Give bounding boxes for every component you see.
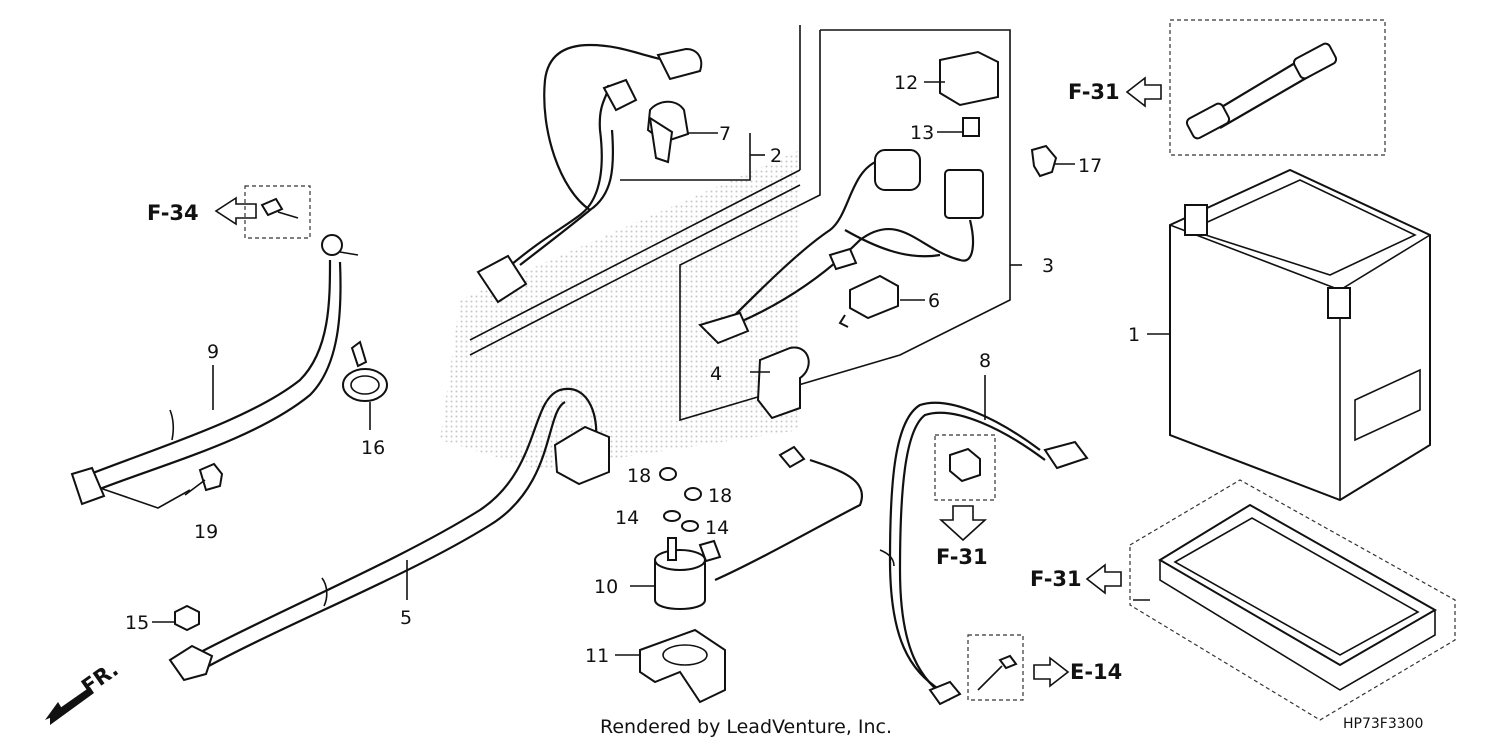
callout-9: 9 (207, 341, 219, 363)
starter-relay (630, 445, 863, 610)
part-3-group (679, 29, 1022, 422)
callout-7: 7 (719, 123, 731, 145)
part-2-harness (469, 25, 801, 356)
callout-8: 8 (979, 350, 991, 372)
cable-8 (879, 401, 1089, 706)
callout-10: 10 (594, 576, 618, 598)
battery-tray (1129, 479, 1456, 721)
render-credit: Rendered by LeadVenture, Inc. (600, 716, 892, 738)
callout-12: 12 (894, 72, 918, 94)
callout-1: 1 (1128, 324, 1140, 346)
front-direction-arrow (50, 687, 94, 725)
relay-holder-11 (615, 628, 726, 704)
callout-15: 15 (125, 612, 149, 634)
reference-f34: F-34 (147, 201, 199, 225)
callout-11: 11 (585, 645, 609, 667)
callout-14-right: 14 (705, 517, 729, 539)
clip-17 (1030, 144, 1075, 178)
callout-18-right: 18 (708, 485, 732, 507)
callout-17: 17 (1078, 155, 1102, 177)
callout-6: 6 (928, 290, 940, 312)
callout-18-left: 18 (627, 465, 651, 487)
cable-9 (70, 185, 359, 509)
callout-16: 16 (361, 437, 385, 459)
cable-5 (168, 387, 610, 682)
callout-5: 5 (400, 607, 412, 629)
reference-f31-top: F-31 (1068, 80, 1120, 104)
nut-15 (152, 604, 200, 632)
battery (1169, 168, 1431, 502)
reference-f31-right: F-31 (1030, 567, 1082, 591)
callout-2: 2 (770, 145, 782, 167)
callout-4: 4 (710, 363, 722, 385)
reference-e14: E-14 (1070, 660, 1122, 684)
reference-arrows (45, 76, 1162, 725)
callout-3: 3 (1042, 255, 1054, 277)
watermark-shading (440, 150, 800, 470)
leader-lines (750, 81, 1170, 601)
clamp-16 (342, 340, 388, 430)
reference-f31-mid: F-31 (936, 545, 988, 569)
callout-19: 19 (194, 521, 218, 543)
drawing-code: HP73F3300 (1343, 716, 1423, 732)
callout-14-left: 14 (615, 507, 639, 529)
battery-strap (1169, 19, 1386, 156)
callout-13: 13 (910, 122, 934, 144)
